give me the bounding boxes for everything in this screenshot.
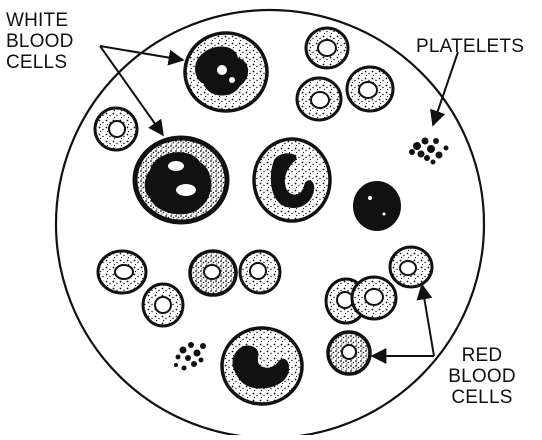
white-blood-cell bbox=[185, 33, 267, 111]
red-blood-cell bbox=[297, 78, 341, 120]
red-blood-cell bbox=[390, 247, 432, 287]
red-blood-cell bbox=[240, 251, 280, 293]
white-blood-cells-label-line: WHITE bbox=[6, 10, 74, 31]
red-blood-cell bbox=[98, 251, 146, 293]
platelets-label: PLATELETS bbox=[416, 36, 524, 57]
red-blood-cells-label-line: RED bbox=[437, 345, 527, 366]
white-blood-cell bbox=[254, 139, 330, 221]
red-blood-cell bbox=[143, 284, 183, 326]
red-blood-cell bbox=[347, 67, 393, 111]
white-blood-cells-label-line: BLOOD bbox=[6, 31, 74, 52]
red-blood-cell bbox=[95, 108, 137, 150]
red-blood-cells-label-line: BLOOD bbox=[437, 366, 527, 387]
white-blood-cell bbox=[135, 138, 227, 222]
red-blood-cells-label-line: CELLS bbox=[437, 387, 527, 408]
red-blood-cell bbox=[306, 28, 348, 68]
red-blood-cells-label: RED BLOOD CELLS bbox=[437, 345, 527, 408]
red-blood-cell bbox=[328, 332, 370, 374]
red-blood-cell bbox=[352, 277, 396, 319]
red-blood-cell bbox=[190, 251, 236, 295]
white-blood-cell bbox=[222, 328, 302, 404]
white-blood-cells-label-line: CELLS bbox=[6, 52, 74, 73]
white-blood-cells-label: WHITE BLOOD CELLS bbox=[6, 10, 74, 73]
dark-cell bbox=[354, 182, 400, 230]
